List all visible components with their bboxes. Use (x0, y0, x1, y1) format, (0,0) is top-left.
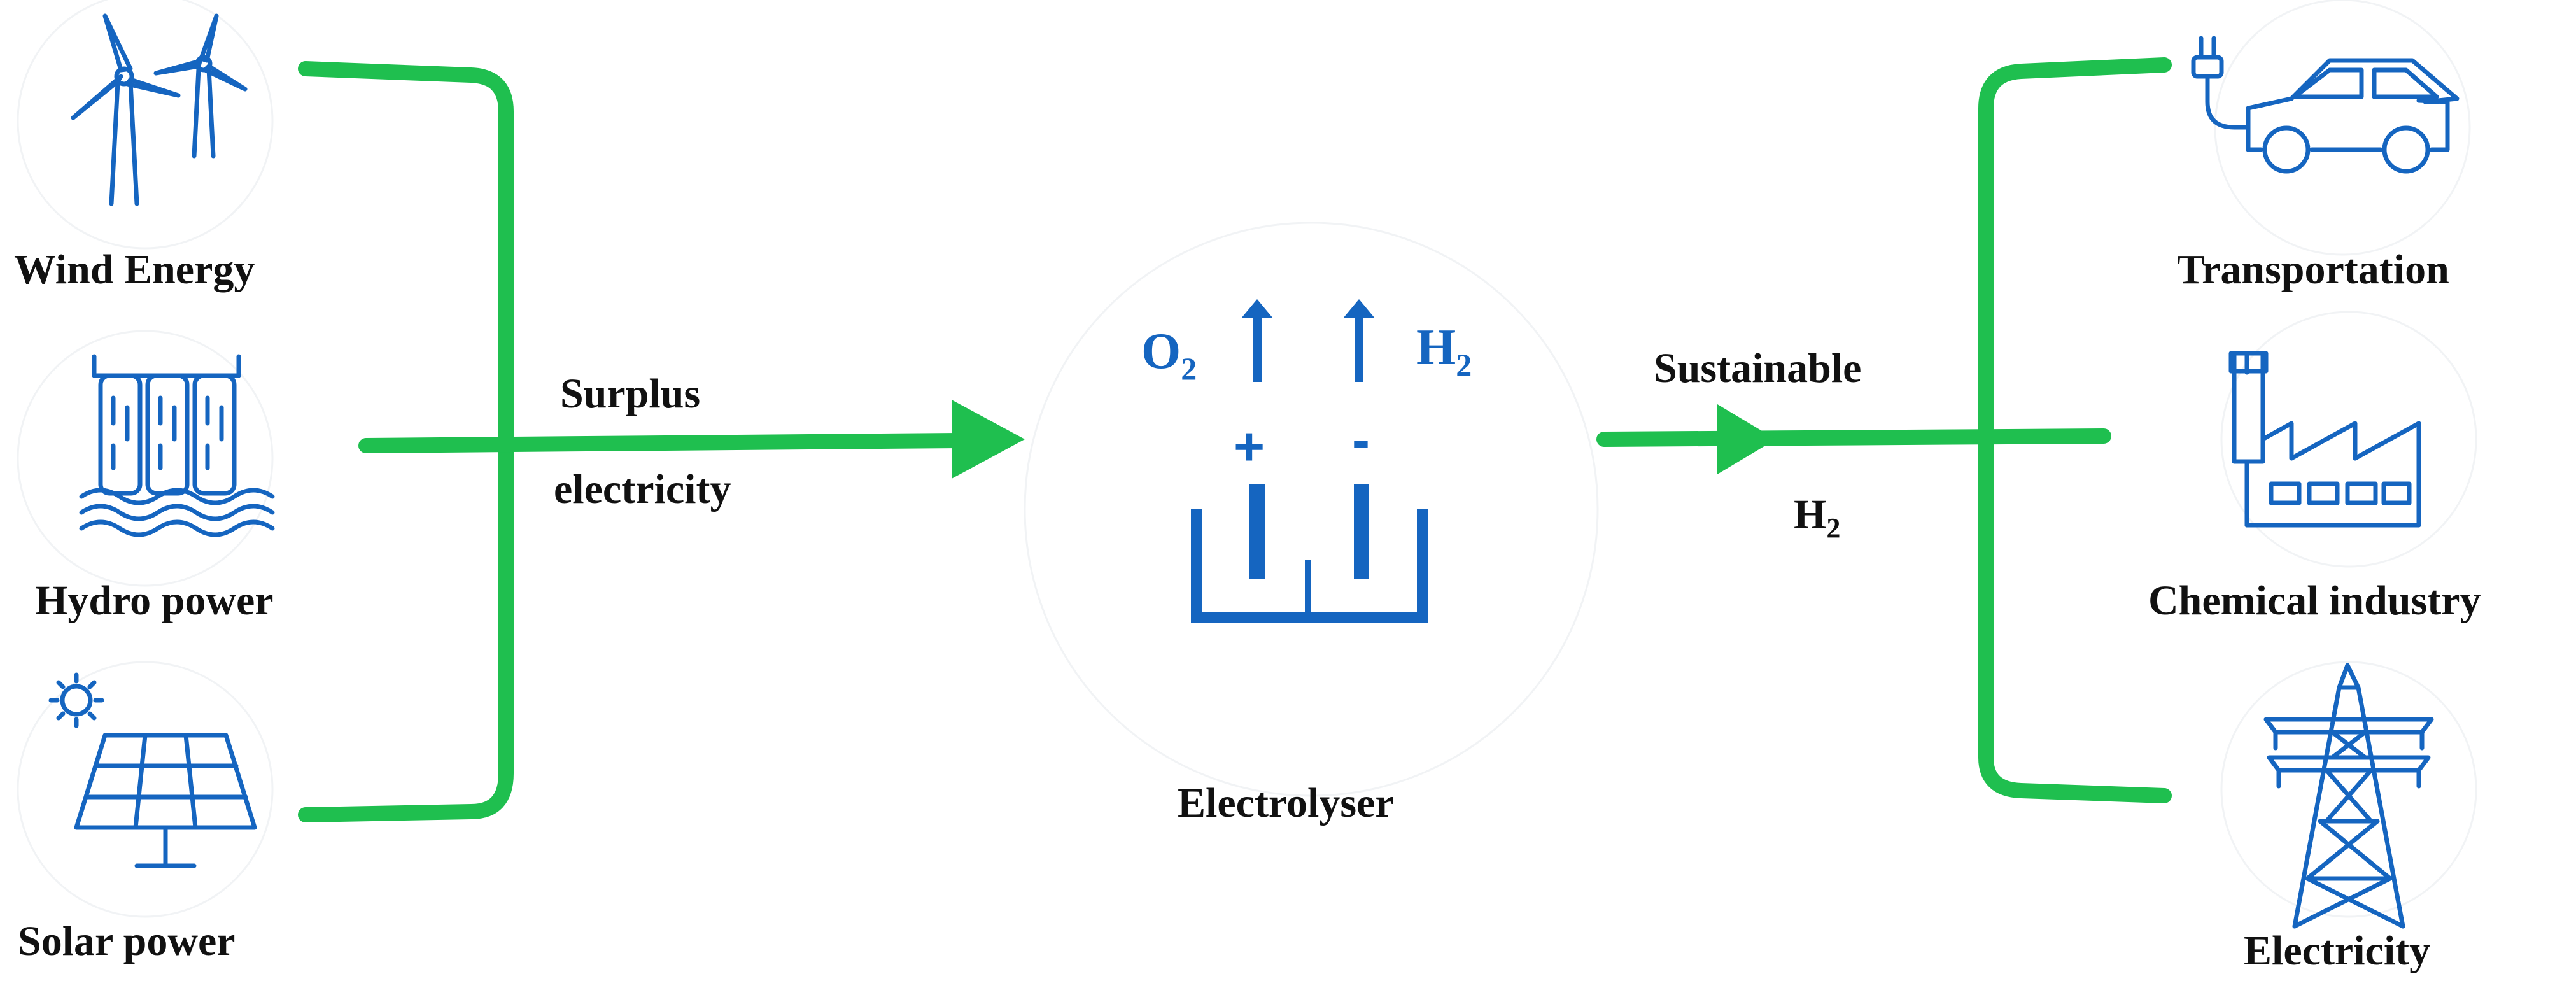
output-flow-arrowhead (1717, 404, 1776, 474)
input-flow-arrowhead (952, 400, 1025, 479)
input-flow-label-line1: Surplus (560, 371, 700, 417)
use-label-chemical: Chemical industry (2148, 577, 2481, 624)
output-flow-label-line2: H2 (1794, 491, 1840, 544)
source-bracket (298, 61, 514, 822)
hydrogen-formula: H2 (1416, 320, 1472, 383)
electrolyser-bubble (1024, 222, 1599, 797)
oxygen-arrow-icon (1241, 299, 1273, 318)
oxygen-formula: O2 (1141, 323, 1197, 386)
source-label-wind: Wind Energy (14, 246, 255, 293)
output-flow-label-line1: Sustainable (1654, 345, 1861, 392)
input-flow-label-line2: electricity (554, 466, 731, 512)
transport-bubble (2214, 0, 2471, 256)
use-label-transportation: Transportation (2177, 246, 2449, 293)
power-pylon-icon (2263, 663, 2434, 929)
hydrogen-arrow-icon (1343, 299, 1375, 318)
source-label-solar: Solar power (18, 918, 236, 964)
solar-panel-icon (48, 672, 257, 868)
anode-sign: + (1234, 416, 1265, 476)
use-label-electricity: Electricity (2244, 928, 2430, 974)
hydro-dam-icon (79, 354, 275, 537)
electrolyser-label: Electrolyser (1178, 780, 1394, 826)
input-flow-line (358, 433, 966, 453)
source-label-hydro: Hydro power (35, 577, 274, 624)
wind-bubble (17, 0, 274, 250)
cathode-electrode (1354, 484, 1369, 579)
output-flow-line (1596, 428, 2111, 447)
wind-turbine-icon (71, 13, 248, 206)
factory-icon (2228, 351, 2421, 528)
electricity-bubble (2220, 661, 2477, 918)
use-bracket (1978, 57, 2172, 803)
hydro-bubble (17, 330, 274, 587)
electrolyser-icon (1191, 299, 1428, 623)
cathode-sign: - (1352, 410, 1370, 470)
anode-electrode (1249, 484, 1265, 579)
solar-bubble (17, 661, 274, 918)
electric-car-icon (2191, 36, 2460, 174)
chemical-bubble (2220, 311, 2477, 568)
